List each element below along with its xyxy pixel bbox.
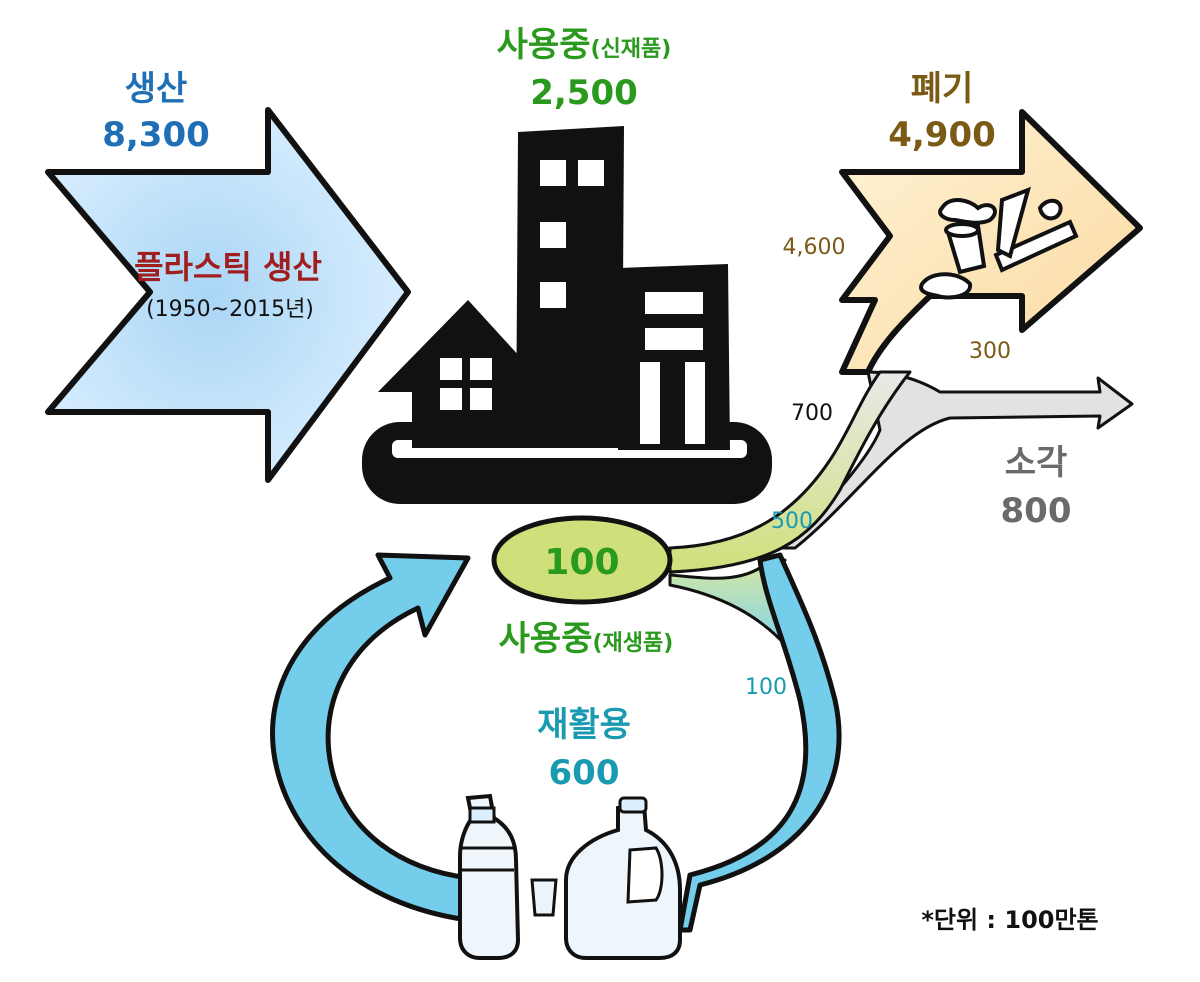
production-arrow-subtitle: (1950~2015년)	[146, 297, 314, 322]
in-use-new-title: 사용중(신재품)	[497, 25, 672, 65]
recycling-flow-500: 500	[771, 509, 813, 534]
production-arrow	[45, 107, 411, 483]
recycled-to-waste-flow	[668, 370, 912, 574]
incineration-title: 소각	[1005, 443, 1068, 483]
waste-flow-from-recycled: 300	[969, 339, 1011, 364]
incineration-flow-incoming: 700	[791, 401, 833, 426]
unit-footnote: *단위 : 100만톤	[921, 906, 1098, 934]
incineration-value: 800	[1001, 491, 1072, 531]
bottle-icon	[458, 793, 521, 960]
trash-icon	[919, 186, 1079, 300]
production-title: 생산	[125, 69, 188, 109]
building-icon	[362, 126, 772, 504]
cup-icon	[530, 878, 558, 917]
recycled-in-use-blob	[491, 515, 673, 605]
in-use-recycled-title-suffix: (재생품)	[593, 631, 674, 656]
in-use-recycled-value: 100	[544, 542, 619, 583]
recycling-title: 재활용	[537, 705, 631, 745]
recycling-value: 600	[549, 753, 620, 793]
house-icon	[378, 300, 552, 448]
production-arrow-title: 플라스틱 생산	[134, 248, 322, 286]
waste-value: 4,900	[888, 115, 996, 155]
in-use-recycled-title: 사용중(재생품)	[499, 619, 674, 659]
waste-title: 폐기	[911, 69, 974, 109]
recycling-flow-100: 100	[745, 675, 787, 700]
jug-icon	[564, 796, 682, 960]
waste-arrow	[839, 109, 1143, 375]
waste-flow-direct: 4,600	[783, 235, 846, 260]
production-value: 8,300	[102, 115, 210, 155]
in-use-recycled-title-main: 사용중	[499, 619, 593, 659]
in-use-new-value: 2,500	[530, 73, 638, 113]
in-use-new-title-suffix: (신재품)	[591, 37, 672, 62]
in-use-new-title-main: 사용중	[497, 25, 591, 65]
